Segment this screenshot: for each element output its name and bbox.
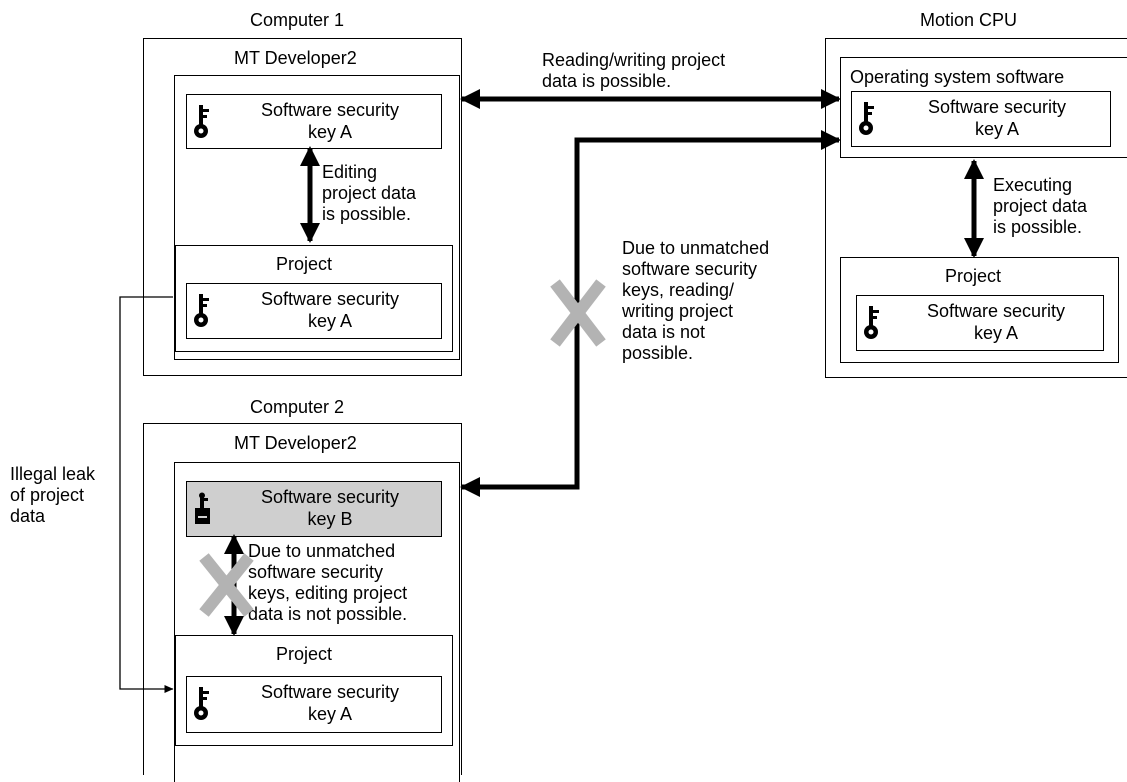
- motion-cpu-project-key-box: Software security key A: [856, 295, 1104, 351]
- rw-not-possible-arrow: [459, 130, 842, 497]
- cross-icon: [199, 553, 254, 617]
- motion-cpu-key-line2: key A: [974, 119, 1020, 139]
- leak-note: Illegal leak of project data: [10, 464, 96, 526]
- computer1-title: Computer 1: [250, 10, 345, 30]
- computer2-project-key-line2: key A: [307, 704, 353, 724]
- computer2-title: Computer 2: [250, 397, 345, 417]
- computer2-app-title: MT Developer2: [234, 433, 357, 453]
- locked-key-icon: [195, 492, 210, 524]
- computer2-project-title: Project: [276, 644, 333, 664]
- motion-cpu-project-title: Project: [945, 266, 1002, 286]
- computer1-project-title: Project: [276, 254, 333, 274]
- key-icon: [194, 294, 209, 327]
- computer1-app-frame: Software security key A Project Software…: [174, 75, 460, 360]
- computer1-frame: MT Developer2 Software security key A Pr…: [143, 38, 462, 376]
- cross-icon: [550, 279, 606, 347]
- computer1-key-line1: Software security: [260, 100, 400, 120]
- computer1-edit-note: Editing project data is possible.: [322, 162, 417, 224]
- computer1-key-box: Software security key A: [186, 94, 442, 149]
- computer2-frame: MT Developer2 Software security key B Pr…: [143, 423, 462, 782]
- computer1-project-key-line2: key A: [307, 311, 353, 331]
- key-icon: [194, 105, 209, 138]
- os-frame: Operating system software Software secur…: [840, 57, 1127, 158]
- computer1-project-key-line1: Software security: [260, 289, 400, 309]
- leak-connector: [119, 296, 174, 693]
- computer2-key-box: Software security key B: [186, 481, 442, 537]
- computer2-project-key-box: Software security key A: [186, 676, 442, 733]
- motion-cpu-project-key-line1: Software security: [926, 301, 1066, 321]
- motion-cpu-project-key-line2: key A: [973, 323, 1019, 343]
- os-title: Operating system software: [850, 67, 1065, 87]
- computer2-key-line1: Software security: [260, 487, 400, 507]
- motion-cpu-project-frame: Project Software security key A: [840, 257, 1119, 363]
- computer2-project-key-line1: Software security: [260, 682, 400, 702]
- computer1-project-frame: Project Software security key A: [175, 245, 453, 352]
- computer2-app-frame: Software security key B Project Software…: [174, 462, 460, 782]
- key-icon: [194, 687, 209, 720]
- computer1-app-title: MT Developer2: [234, 48, 357, 68]
- computer1-key-line2: key A: [307, 122, 353, 142]
- motion-cpu-exec-note: Executing project data is possible.: [993, 175, 1088, 237]
- key-icon: [864, 306, 879, 339]
- rw-possible-note: Reading/writing project data is possible…: [542, 50, 726, 91]
- computer2-project-frame: Project Software security key A: [175, 635, 453, 746]
- motion-cpu-key-box: Software security key A: [851, 91, 1111, 147]
- computer1-project-key-box: Software security key A: [186, 283, 442, 339]
- key-icon: [859, 102, 874, 135]
- computer2-edit-note: Due to unmatched software security keys,…: [248, 541, 408, 624]
- computer2-key-line2: key B: [307, 509, 353, 529]
- motion-cpu-key-line1: Software security: [927, 97, 1067, 117]
- motion-cpu-title: Motion CPU: [920, 10, 1018, 30]
